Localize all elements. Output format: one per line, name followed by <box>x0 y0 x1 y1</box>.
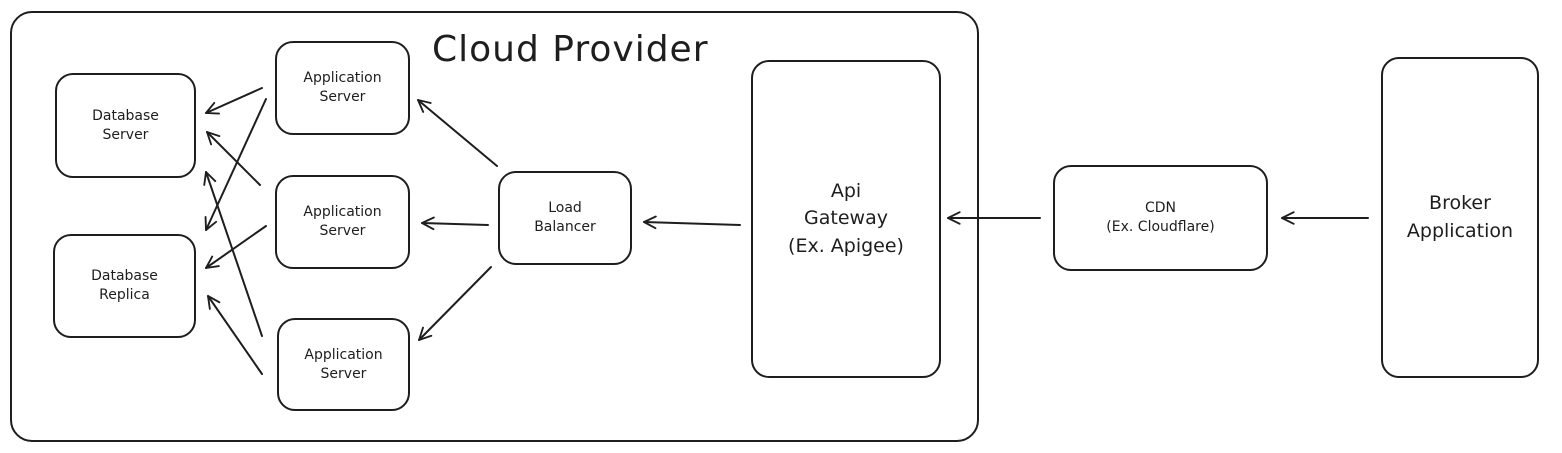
arrow-api-gateway-to-load-balancer <box>643 215 741 230</box>
arrow-app-server-2-to-db-replica <box>205 225 267 269</box>
cloud-provider-title: Cloud Provider <box>432 29 709 70</box>
application-server-2-label: Application Server <box>303 204 382 239</box>
database-server-node[interactable]: Database Server <box>55 73 196 178</box>
database-replica-label: Database Replica <box>91 268 158 303</box>
application-server-1-label: Application Server <box>303 70 382 105</box>
broker-application-node[interactable]: Broker Application <box>1381 57 1539 378</box>
arrow-load-balancer-to-app-server-3 <box>418 266 492 341</box>
api-gateway-label: Api Gateway (Ex. Apigee) <box>788 179 904 257</box>
api-gateway-node[interactable]: Api Gateway (Ex. Apigee) <box>751 60 941 378</box>
arrow-load-balancer-to-app-server-1 <box>417 99 498 167</box>
application-server-2-node[interactable]: Application Server <box>275 175 410 269</box>
application-server-3-label: Application Server <box>304 346 383 382</box>
database-replica-node[interactable]: Database Replica <box>53 234 196 338</box>
database-server-label: Database Server <box>92 107 159 143</box>
application-server-1-node[interactable]: Application Server <box>275 41 410 135</box>
arrow-app-server-3-to-db-server <box>203 171 263 337</box>
application-server-3-node[interactable]: Application Server <box>277 318 410 411</box>
load-balancer-label: Load Balancer <box>534 200 596 235</box>
arrow-app-server-3-to-db-replica <box>207 295 263 375</box>
cdn-label: CDN (Ex. Cloudflare) <box>1106 200 1215 235</box>
arrow-app-server-1-to-db-replica <box>204 98 267 231</box>
arrow-app-server-2-to-db-server <box>206 131 261 186</box>
cloud-provider-container <box>10 11 979 442</box>
cdn-node[interactable]: CDN (Ex. Cloudflare) <box>1053 165 1268 271</box>
arrow-load-balancer-to-app-server-2 <box>421 216 489 231</box>
broker-application-label: Broker Application <box>1406 191 1514 242</box>
arrow-app-server-1-to-db-server <box>205 87 263 115</box>
load-balancer-node[interactable]: Load Balancer <box>498 171 632 265</box>
